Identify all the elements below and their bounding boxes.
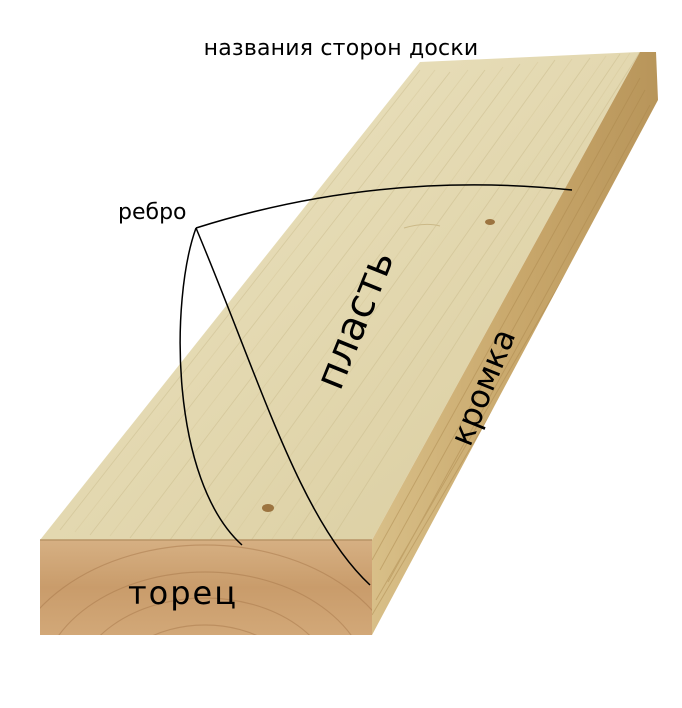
pointer-line-top-edge — [195, 184, 573, 229]
face-grain-highlight — [403, 223, 441, 229]
pointer-line-left-loop — [179, 227, 243, 546]
knot-lower — [262, 504, 274, 512]
knot-upper — [485, 219, 495, 225]
pointer-line-corner — [195, 227, 371, 586]
board-side-grain — [372, 52, 658, 635]
board-face-grain — [40, 52, 640, 540]
figure-title: названия сторон доски — [203, 36, 479, 61]
board-end-rings — [40, 540, 372, 635]
label-edge: ребро — [118, 200, 187, 225]
label-end: торец — [128, 574, 238, 612]
